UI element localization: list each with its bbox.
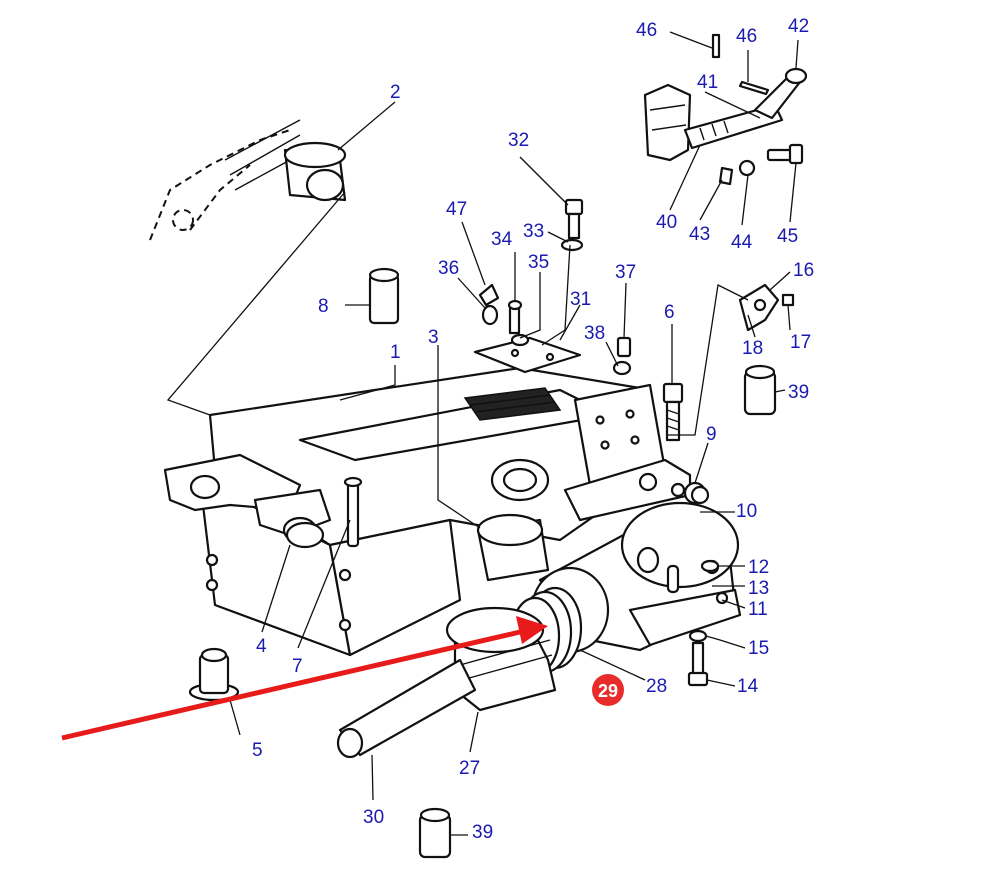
part-label-10: 10 <box>736 501 757 522</box>
bush-part-8 <box>368 267 400 325</box>
part-label-13: 13 <box>748 578 769 599</box>
part-label-33: 33 <box>523 221 544 242</box>
part-label-16: 16 <box>793 260 814 281</box>
part-label-39-bottom: 39 <box>472 822 493 843</box>
leader-lines <box>166 31 799 836</box>
part-label-46a: 46 <box>636 20 657 41</box>
part-label-28: 28 <box>646 676 667 697</box>
highlight-arrow <box>61 616 548 741</box>
fittings-34-35-36-47 <box>478 283 530 347</box>
part-label-40: 40 <box>656 212 677 233</box>
part-label-27: 27 <box>459 758 480 779</box>
bolt-part-32 <box>560 198 584 252</box>
pin-part-7 <box>343 476 363 548</box>
part-label-37: 37 <box>615 262 636 283</box>
bush-part-2 <box>149 119 347 241</box>
bush-part-5 <box>188 647 240 702</box>
bolt-part-6 <box>662 382 684 442</box>
part-label-15: 15 <box>748 638 769 659</box>
part-label-47: 47 <box>446 199 467 220</box>
part-label-18: 18 <box>742 338 763 359</box>
part-label-3: 3 <box>428 327 439 348</box>
cover-plate-part-31 <box>473 336 582 374</box>
part-label-17: 17 <box>790 332 811 353</box>
bolt-parts-14-15 <box>687 629 709 687</box>
bush-part-39-bottom <box>418 807 452 859</box>
part-label-7: 7 <box>292 656 303 677</box>
part-label-9: 9 <box>706 424 717 445</box>
part-label-11: 11 <box>748 599 768 620</box>
part-label-8: 8 <box>318 296 329 317</box>
part-labels: 1 2 3 4 5 6 7 8 9 10 11 12 13 14 15 16 1… <box>252 16 814 843</box>
lever-assembly-40-46 <box>643 33 808 186</box>
part-label-46b: 46 <box>736 26 757 47</box>
highlight-badge-29: 29 <box>592 674 624 706</box>
part-label-5: 5 <box>252 740 263 761</box>
bush-part-3 <box>476 513 550 582</box>
part-label-35: 35 <box>528 252 549 273</box>
part-label-43: 43 <box>689 224 710 245</box>
cover-part-16-18 <box>738 283 795 332</box>
part-label-36: 36 <box>438 258 459 279</box>
part-label-1: 1 <box>390 342 401 363</box>
piston-rod-part-30 <box>336 658 477 759</box>
part-label-29: 29 <box>598 681 618 701</box>
part-label-2: 2 <box>390 82 401 103</box>
part-label-6: 6 <box>664 302 675 323</box>
part-label-44: 44 <box>731 232 753 253</box>
part-label-30: 30 <box>363 807 384 828</box>
part-label-34: 34 <box>491 229 513 250</box>
part-label-41: 41 <box>697 72 718 93</box>
bush-part-4 <box>285 521 325 549</box>
part-label-39-right: 39 <box>788 382 809 403</box>
bush-part-10 <box>690 485 710 505</box>
part-label-4: 4 <box>256 636 267 657</box>
part-label-12: 12 <box>748 557 769 578</box>
part-label-14: 14 <box>737 676 759 697</box>
part-label-38: 38 <box>584 323 605 344</box>
part-label-32: 32 <box>508 130 529 151</box>
housing-part-1 <box>163 366 692 657</box>
part-label-42: 42 <box>788 16 809 37</box>
fittings-37-38 <box>612 336 632 376</box>
part-label-31: 31 <box>570 289 591 310</box>
part-label-45: 45 <box>777 226 798 247</box>
bush-part-39-right <box>743 364 777 416</box>
